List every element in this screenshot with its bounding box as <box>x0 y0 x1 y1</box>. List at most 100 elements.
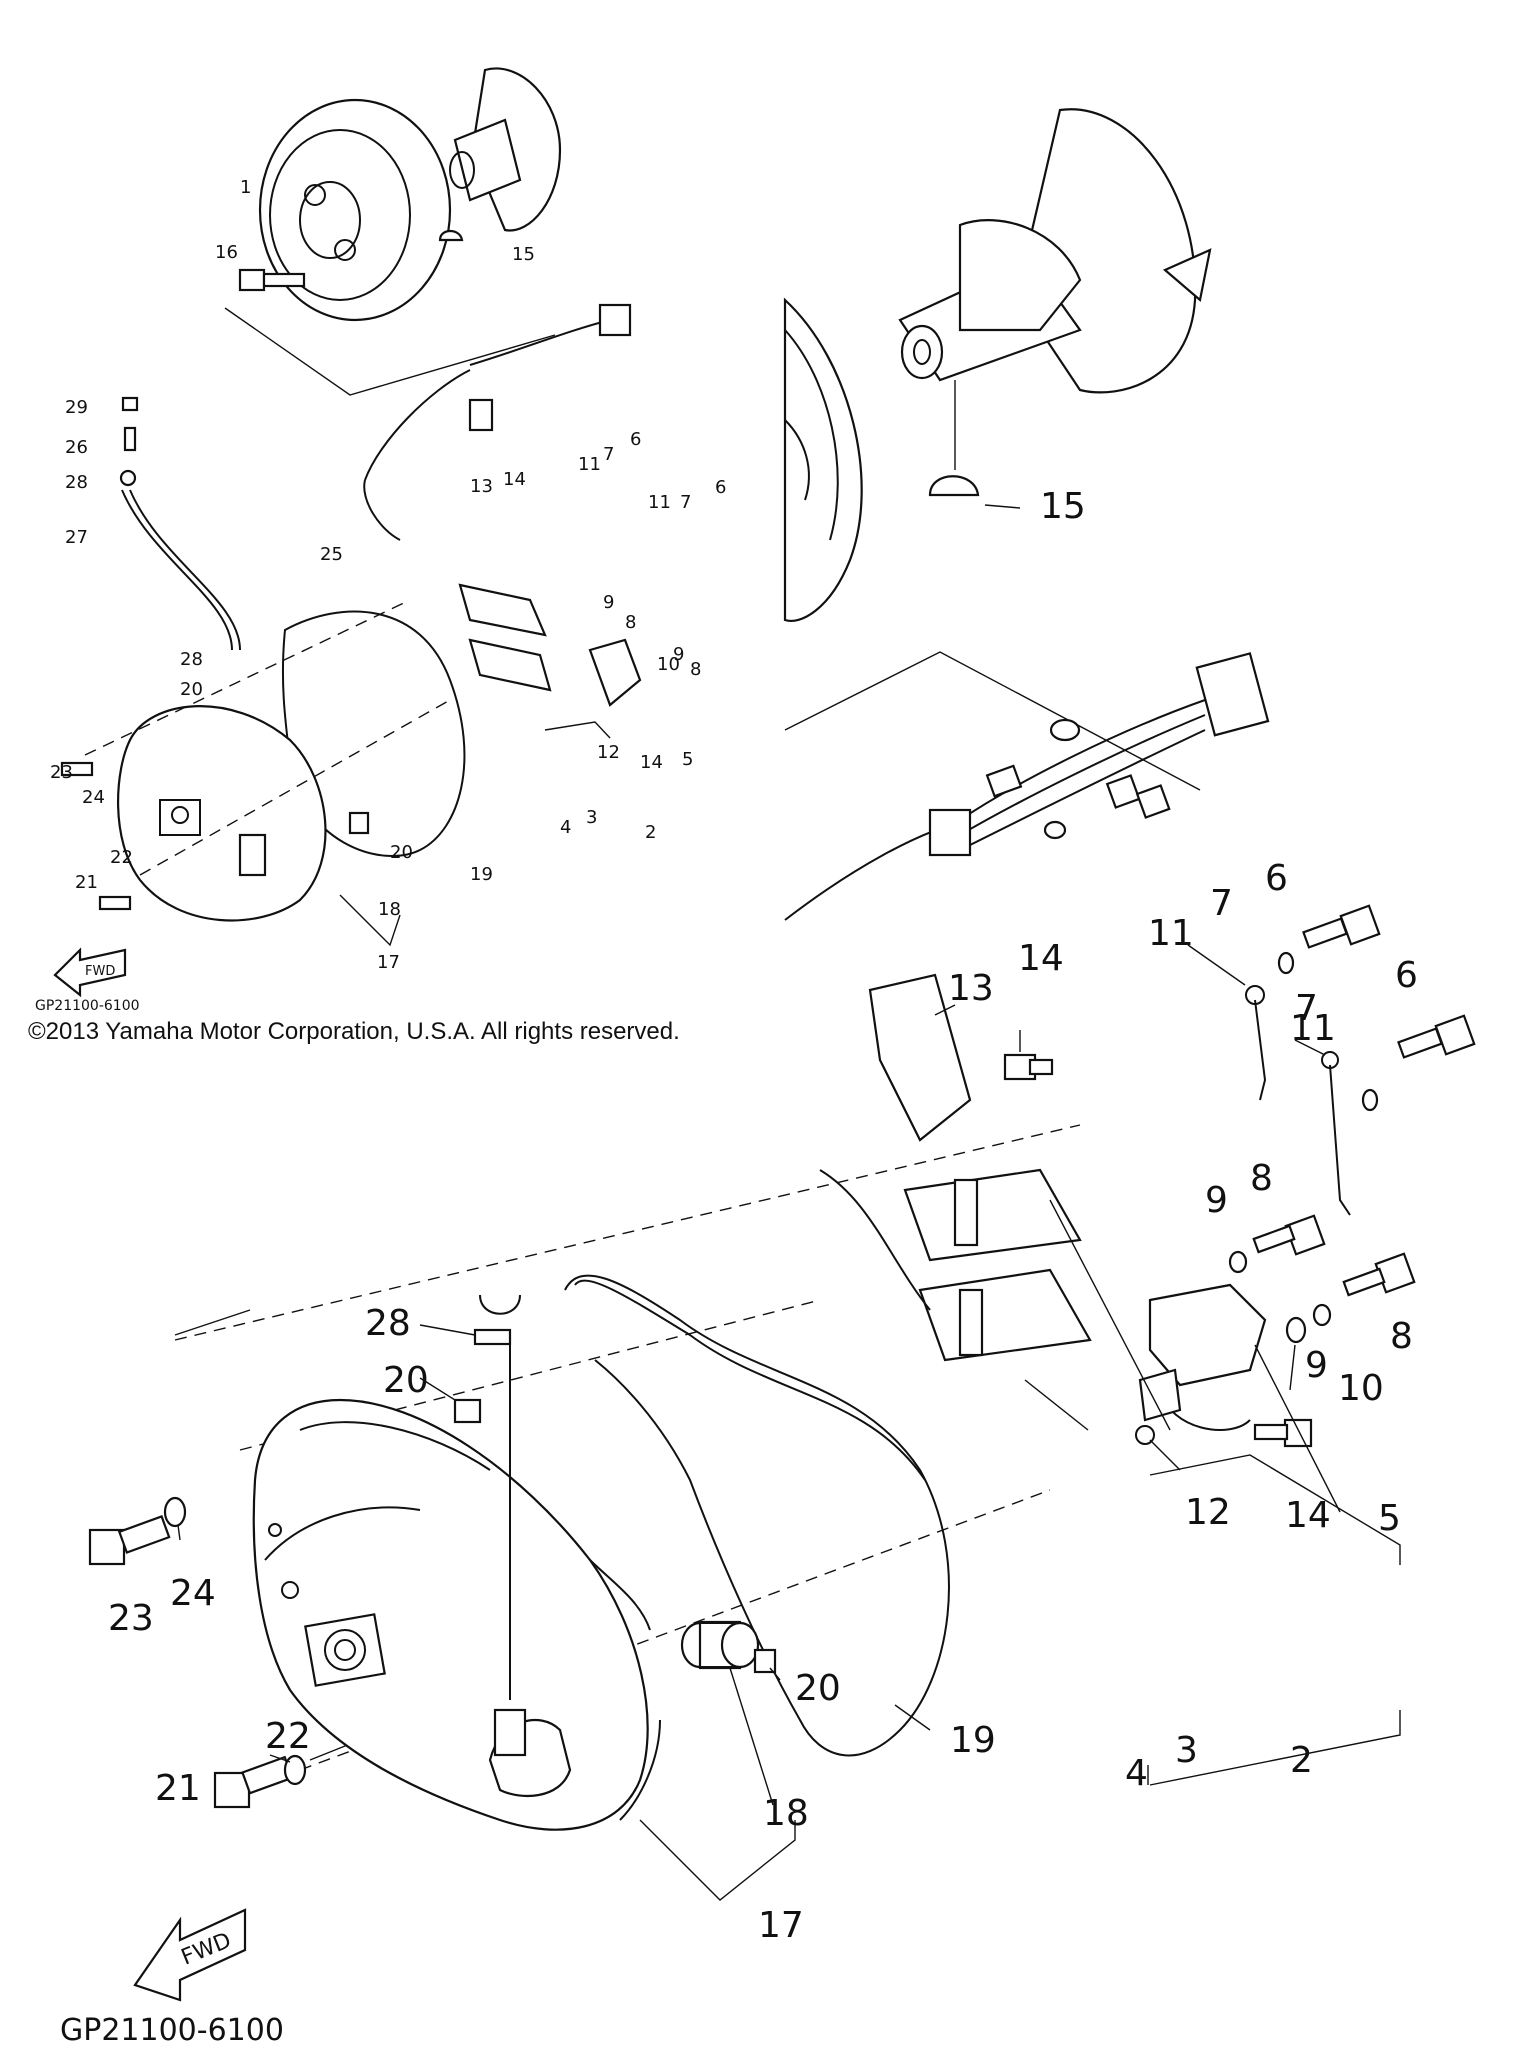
washer-large-9-b <box>1312 1303 1332 1327</box>
bracket-2-large <box>1149 1710 1401 1786</box>
collar-small-18 <box>348 811 370 835</box>
callout-large-21: 19 <box>950 1720 996 1761</box>
bracket-17-small <box>339 894 401 947</box>
callout-small-1: 16 <box>215 242 238 263</box>
callout-large-19: 23 <box>108 1598 154 1639</box>
callout-small-22: 10 <box>657 654 680 675</box>
callout-small-2: 15 <box>512 244 535 265</box>
plate-11-b <box>1329 1064 1351 1216</box>
callout-small-5: 28 <box>65 472 88 493</box>
plate-11-b-hole <box>1321 1051 1339 1069</box>
woodruff-key-large <box>928 475 980 497</box>
bolt-small-16 <box>238 268 306 292</box>
bolt-large-23 <box>88 1515 171 1566</box>
callout-small-26: 23 <box>50 762 73 783</box>
callout-small-10: 6 <box>715 477 726 498</box>
generator-cover-small <box>116 705 327 922</box>
leader-lines-large-lower <box>177 1324 931 1806</box>
detail-diagram: FWD GP21100-6100 15671114136711988910282… <box>60 108 1476 2048</box>
rotor-hub-small <box>449 67 562 232</box>
bolt-large-6-b <box>1397 1014 1476 1059</box>
clip-small-28 <box>119 469 137 487</box>
clip-large-28 <box>479 1294 521 1315</box>
axis-line-small-a <box>84 599 411 756</box>
bolt-large-6-a <box>1302 904 1381 949</box>
callout-large-28: 18 <box>763 1793 809 1834</box>
callout-small-21: 9 <box>673 644 684 665</box>
washer-large-7-a <box>1277 951 1295 975</box>
bracket-17-large <box>639 1819 796 1901</box>
callout-small-18: 8 <box>690 659 701 680</box>
callout-large-27: 21 <box>155 1768 201 1809</box>
callout-large-26: 22 <box>265 1716 311 1757</box>
callout-large-20: 24 <box>170 1573 216 1614</box>
callout-large-11: 8 <box>1390 1316 1413 1357</box>
callout-small-28: 22 <box>110 847 133 868</box>
callout-large-4: 14 <box>1018 938 1064 979</box>
bracket-line-large <box>784 651 1201 791</box>
callout-small-20: 20 <box>180 679 203 700</box>
callout-small-32: 17 <box>377 952 400 973</box>
callout-small-33: 19 <box>470 864 493 885</box>
callout-small-15: 25 <box>320 544 343 565</box>
bolt-large-8-a <box>1252 1214 1326 1256</box>
callout-large-29: 17 <box>758 1905 804 1946</box>
callout-large-3: 11 <box>1148 913 1194 954</box>
callout-large-25: 2 <box>1290 1740 1313 1781</box>
bolt-large-14-bottom <box>1253 1418 1313 1448</box>
callout-large-8: 11 <box>1290 1008 1336 1049</box>
rectifier-large <box>1135 1283 1267 1445</box>
callout-small-12: 11 <box>648 492 671 513</box>
callout-large-9: 9 <box>1205 1180 1228 1221</box>
callout-large-12: 9 <box>1305 1345 1328 1386</box>
gasket-large <box>564 1274 950 1757</box>
bolt-large-21 <box>213 1755 294 1809</box>
washer-large-24 <box>163 1496 187 1528</box>
wire-harness-large <box>784 652 1270 921</box>
bolt-large-14-top <box>1003 1053 1054 1081</box>
gasket-large-inner <box>574 1279 926 1481</box>
callout-large-1: 6 <box>1265 858 1288 899</box>
callout-small-6: 27 <box>65 527 88 548</box>
flywheel-rotor-small <box>258 98 452 322</box>
washer-large-22 <box>283 1754 307 1786</box>
bracket-5-large <box>1149 1454 1401 1565</box>
callout-small-0: 1 <box>240 177 251 198</box>
callout-large-15: 20 <box>383 1360 429 1401</box>
cap-small-29 <box>121 396 139 412</box>
callout-small-7: 6 <box>630 429 641 450</box>
callout-small-27: 24 <box>82 787 105 808</box>
drawing-code-large: GP21100-6100 <box>60 2013 284 2048</box>
fwd-arrow-small: FWD <box>53 947 127 998</box>
clip-large-28-body <box>473 1328 512 1346</box>
callout-small-3: 29 <box>65 397 88 418</box>
woodruff-key-small <box>438 229 464 242</box>
pickup-coil-small <box>588 638 642 707</box>
callout-small-13: 13 <box>470 476 493 497</box>
rotor-hub-large <box>898 108 1212 394</box>
callout-small-23: 12 <box>597 742 620 763</box>
callout-large-0: 15 <box>1040 486 1086 527</box>
leader-lines-large <box>934 504 1341 1513</box>
callout-large-14: 28 <box>365 1303 411 1344</box>
bracket-line-small <box>224 307 556 396</box>
callout-large-18: 5 <box>1378 1498 1401 1539</box>
generator-cover-large <box>252 1398 661 1831</box>
dowel-large-20-a <box>453 1398 482 1424</box>
fitting-small-26 <box>123 426 137 452</box>
fwd-arrow-large: FWD <box>133 1908 247 2002</box>
stator-coil-large <box>819 1168 1092 1362</box>
callout-large-16: 12 <box>1185 1492 1231 1533</box>
callout-small-17: 8 <box>625 612 636 633</box>
callout-small-4: 26 <box>65 437 88 458</box>
callout-small-35: 3 <box>586 807 597 828</box>
callout-large-22: 20 <box>795 1668 841 1709</box>
callout-large-13: 10 <box>1338 1368 1384 1409</box>
callout-small-8: 7 <box>603 444 614 465</box>
bracket-2-small <box>544 721 611 739</box>
callout-small-24: 14 <box>640 752 663 773</box>
callout-large-6: 6 <box>1395 955 1418 996</box>
